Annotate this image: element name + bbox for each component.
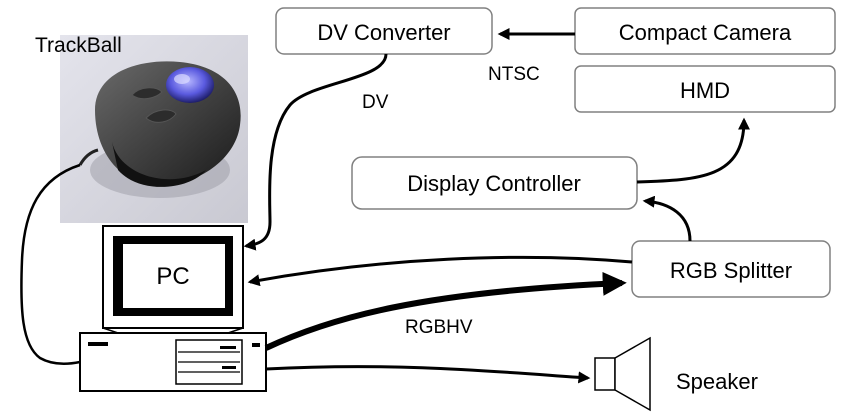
- ntsc-label: NTSC: [488, 64, 540, 85]
- controller-to-hmd-arrow: [636, 117, 750, 184]
- compact-camera-label: Compact Camera: [619, 20, 792, 45]
- speaker-label: Speaker: [676, 369, 758, 394]
- rgb-splitter-box: [631, 240, 831, 298]
- dv-label: DV: [362, 92, 389, 113]
- dv-converter-node: DV Converter: [275, 7, 493, 55]
- speaker-icon: [594, 336, 651, 412]
- display-controller-label: Display Controller: [407, 171, 581, 196]
- hmd-label: HMD: [680, 78, 730, 103]
- hmd-node: HMD: [574, 65, 836, 113]
- rgb-splitter-node: RGB Splitter: [631, 240, 831, 298]
- trackball-cable: [20, 163, 81, 365]
- pc-label: PC: [156, 263, 189, 290]
- splitter-to-controller-arrow: [642, 195, 692, 242]
- display-controller-box: [351, 156, 638, 210]
- compact-camera-box: [574, 7, 836, 55]
- rgb-splitter-label: RGB Splitter: [670, 258, 792, 283]
- dv-converter-label: DV Converter: [317, 20, 450, 45]
- compact-camera-node: Compact Camera: [574, 7, 836, 55]
- display-controller-node: Display Controller: [351, 156, 638, 210]
- rgbhv-label: RGBHV: [405, 317, 473, 338]
- trackball-photo: [60, 35, 248, 223]
- hmd-box: [574, 65, 836, 113]
- trackball-label: TrackBall: [35, 34, 122, 57]
- pc-to-splitter-rgbhv-arrow: [264, 271, 627, 351]
- pc-to-speaker-arrow: [265, 365, 591, 384]
- splitter-to-pc-arrow: [247, 255, 633, 287]
- pc-computer: [79, 225, 267, 392]
- converter-to-pc-arrow: [243, 53, 388, 251]
- dv-converter-box: [275, 7, 493, 55]
